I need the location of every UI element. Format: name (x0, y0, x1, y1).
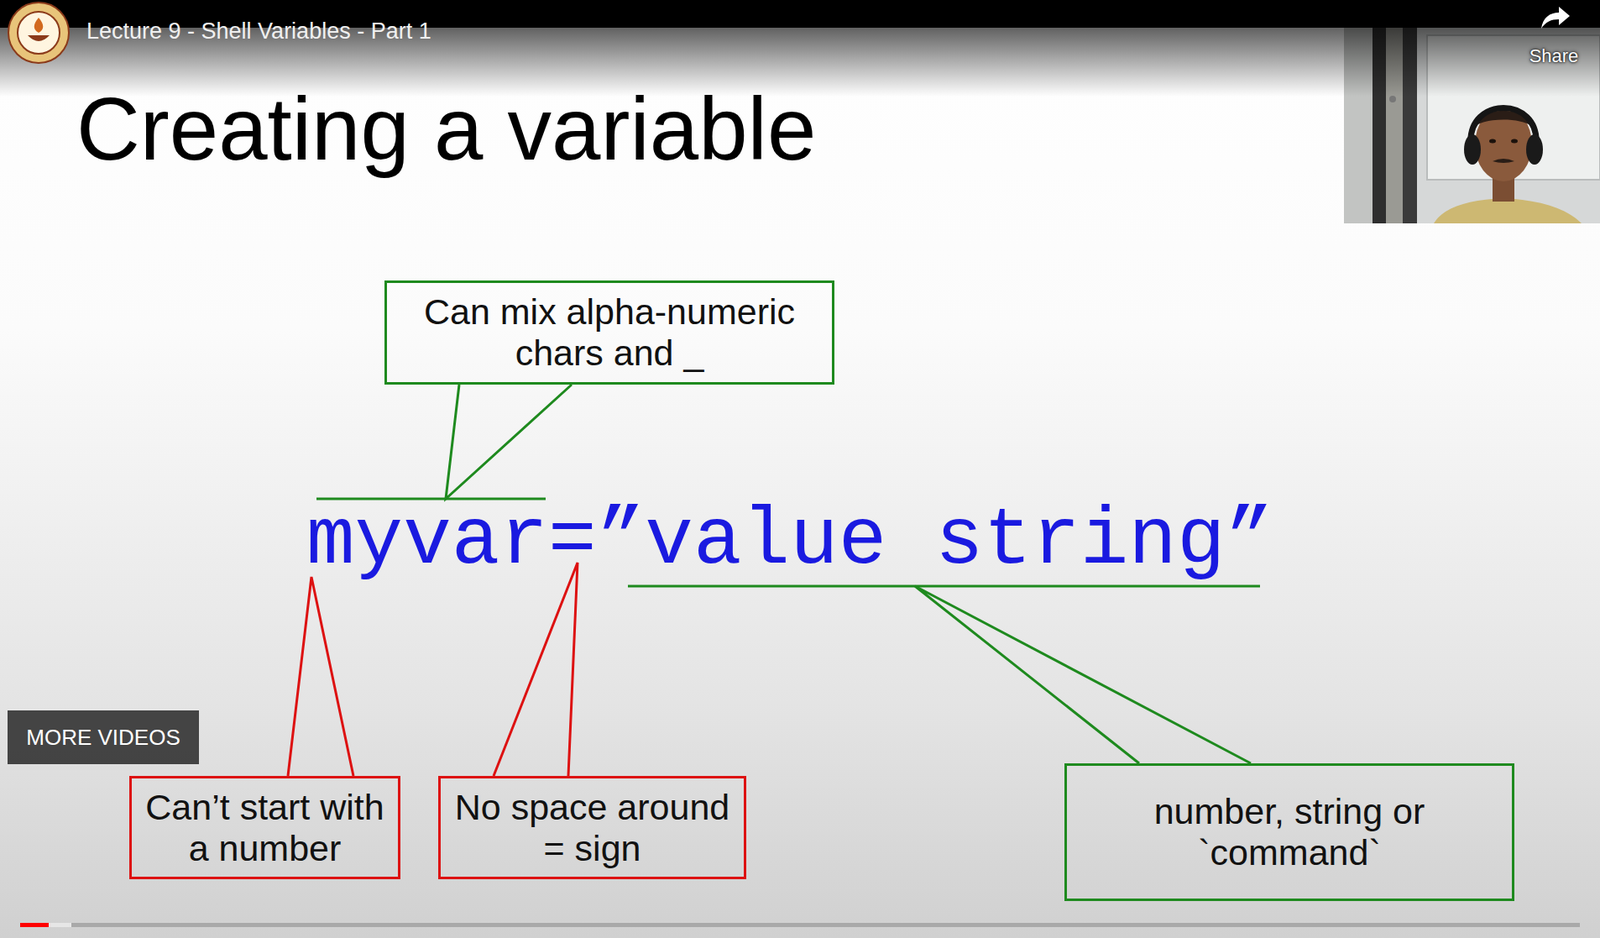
code-example: myvar=”value string” (306, 501, 1274, 582)
box-text: Can mix alpha-numeric chars and _ (407, 291, 811, 374)
slide-title: Creating a variable (76, 78, 816, 181)
callout-pointer (915, 585, 1251, 764)
logo-flame (34, 17, 44, 33)
share-label: Share (1516, 45, 1592, 67)
logo-ring (8, 2, 69, 63)
eye (1511, 139, 1518, 144)
share-icon (1541, 6, 1570, 29)
box-text: Can’t start with a number (139, 786, 392, 869)
underline (627, 585, 1261, 588)
eye (1489, 139, 1496, 144)
callout-box: Can’t start with a number (129, 775, 401, 879)
box-text: No space around = sign (447, 786, 738, 869)
head (1474, 107, 1533, 182)
institute-logo (8, 2, 69, 63)
callout-pointer (445, 384, 572, 499)
ear-cup (1464, 134, 1481, 165)
door-knob (1389, 95, 1397, 103)
ear-cup (1526, 134, 1543, 165)
logo-center (17, 11, 60, 54)
underline (316, 497, 546, 501)
callout-box: number, string or `command` (1064, 763, 1515, 901)
progress-played (20, 922, 49, 927)
box-text: number, string or `command` (1100, 790, 1479, 874)
callout-pointer (287, 576, 354, 776)
headphone-band (1470, 108, 1537, 146)
box-text: MORE VIDEOS (26, 724, 180, 750)
video-title: Lecture 9 - Shell Variables - Part 1 (86, 18, 432, 45)
more-videos-button: MORE VIDEOS (7, 710, 199, 764)
callout-pointer (493, 562, 578, 776)
progress-buffer (20, 922, 72, 927)
shirt (1433, 198, 1582, 224)
logo-lamp (27, 35, 50, 42)
moustache (1492, 158, 1515, 163)
callout-box: No space around = sign (438, 775, 747, 879)
progress-track (20, 922, 1580, 927)
callout-box: Can mix alpha-numeric chars and _ (384, 280, 835, 385)
